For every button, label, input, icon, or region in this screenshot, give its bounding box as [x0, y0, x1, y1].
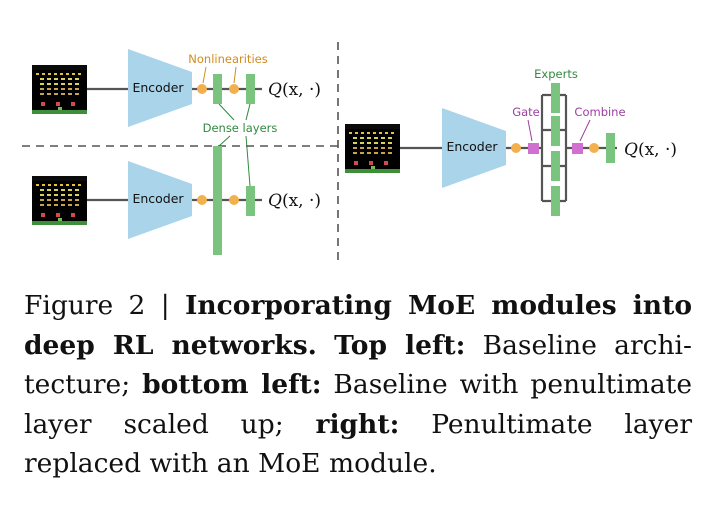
- annotation-pointer: [202, 66, 207, 84]
- annotation-pointer: [527, 119, 533, 142]
- moe-network: Encoder Q(x, ·) Experts Gate: [345, 67, 677, 216]
- annotation-pointer: [218, 135, 231, 147]
- caption-right-label: right:: [315, 408, 400, 440]
- figure-caption: Figure 2 | Incorporating MoE modules int…: [24, 286, 692, 484]
- encoder-block: [128, 161, 192, 239]
- expert-layer: [551, 116, 560, 146]
- dense-layer: [213, 74, 222, 104]
- caption-title: Incorporating MoE modules into deep RL n…: [24, 290, 692, 361]
- encoder-label: Encoder: [132, 80, 184, 95]
- caption-top-left-label: Top left:: [334, 329, 466, 361]
- game-frame-icon: [32, 65, 87, 114]
- nonlinearity-node: [229, 84, 239, 94]
- annotation-pointer: [233, 66, 237, 84]
- game-frame-icon: [32, 176, 87, 225]
- dense-layer: [246, 186, 255, 216]
- encoder-label: Encoder: [446, 139, 498, 154]
- nonlinearities-label: Nonlinearities: [188, 52, 267, 66]
- gate-label: Gate: [512, 105, 540, 119]
- nonlinearity-node: [589, 143, 599, 153]
- nonlinearity-node: [197, 84, 207, 94]
- expert-layer: [551, 151, 560, 181]
- caption-bottom-left-text: Baseline with penultimate layer scaled u…: [24, 369, 692, 440]
- encoder-label: Encoder: [132, 191, 184, 206]
- expert-layer: [551, 83, 560, 113]
- caption-right-text: Penultimate layer replaced with an MoE m…: [24, 408, 692, 480]
- dense-layer-scaled: [213, 146, 222, 255]
- scaled-baseline-network: Encoder Q(x, ·): [32, 146, 321, 255]
- annotation-pointer: [245, 135, 251, 187]
- nonlinearity-node: [229, 195, 239, 205]
- dense-layer: [606, 133, 615, 163]
- q-output: Q(x, ·): [624, 140, 677, 160]
- encoder-block: [128, 49, 192, 127]
- nonlinearity-node: [511, 143, 521, 153]
- combine-label: Combine: [574, 105, 625, 119]
- caption-top-left-text: Baseline archi­tecture;: [24, 329, 692, 401]
- caption-prefix: Figure 2 |: [24, 290, 185, 321]
- game-frame-icon: [345, 124, 400, 173]
- baseline-network: Encoder Q(x, ·) Nonlinearities Dense lay…: [32, 49, 321, 187]
- combine-block: [572, 143, 583, 154]
- gate-block: [528, 143, 539, 154]
- moe-architecture-diagram: Encoder Q(x, ·) Nonlinearities Dense lay…: [22, 42, 677, 262]
- q-output: Q(x, ·): [268, 80, 321, 100]
- dense-layers-label: Dense layers: [203, 121, 278, 135]
- annotation-pointer: [218, 103, 235, 121]
- expert-layer: [551, 186, 560, 216]
- caption-bottom-left-label: bottom left:: [142, 369, 322, 400]
- dense-layer: [246, 74, 255, 104]
- annotation-pointer: [579, 119, 591, 142]
- experts-label: Experts: [534, 67, 578, 81]
- nonlinearity-node: [197, 195, 207, 205]
- q-output: Q(x, ·): [268, 191, 321, 211]
- annotation-pointer: [245, 103, 251, 121]
- encoder-block: [442, 108, 506, 188]
